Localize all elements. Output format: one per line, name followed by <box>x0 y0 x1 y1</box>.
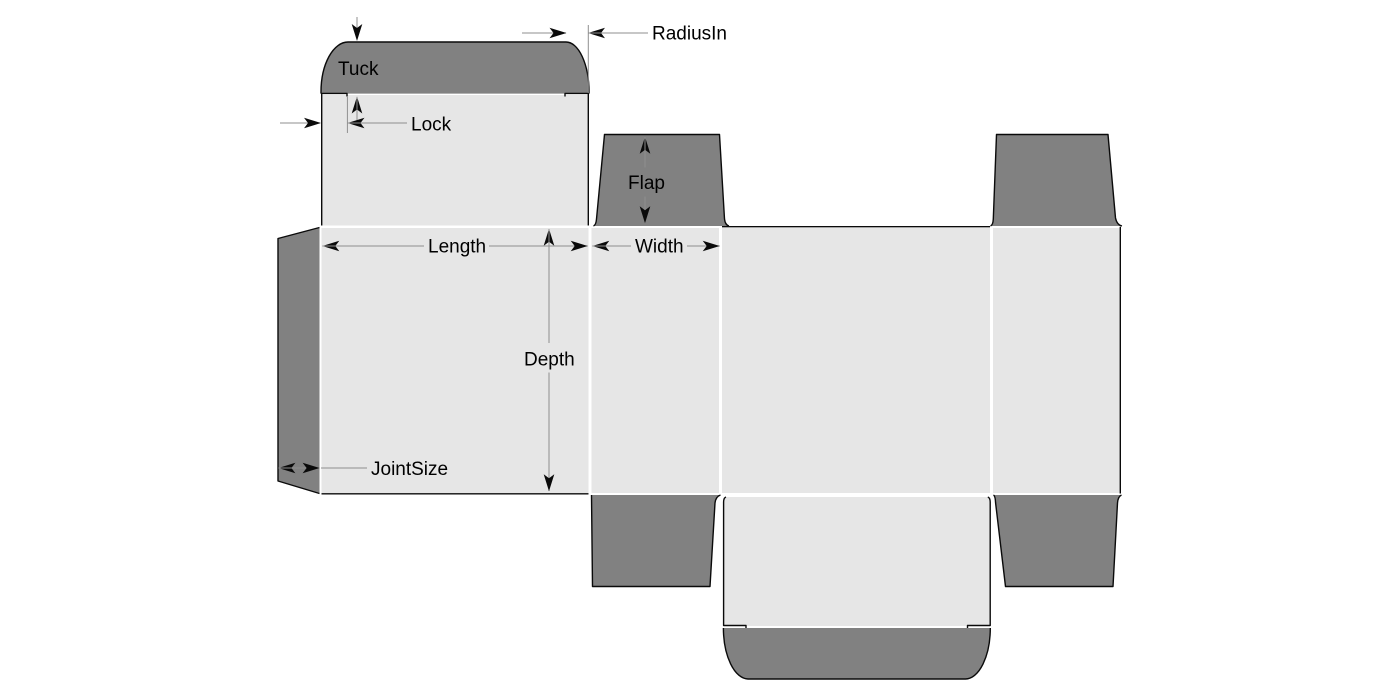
radiusin-dimension: RadiusIn <box>522 24 727 93</box>
jointsize-label: JointSize <box>371 459 448 480</box>
lock-dimension: Lock <box>280 96 452 136</box>
dust-flap-bottom-1 <box>591 495 721 587</box>
lock-label: Lock <box>411 115 452 136</box>
dust-flap-top-1-outline <box>593 133 730 227</box>
flap-label: Flap <box>628 173 665 194</box>
tuck-label: Tuck <box>338 59 379 80</box>
flap-dimension: Flap <box>628 136 665 224</box>
dust-flap-top-2 <box>990 134 1122 226</box>
dust-flap-top-1 <box>593 134 729 226</box>
width-dimension: Width <box>592 237 720 258</box>
back-panel <box>722 228 990 493</box>
top-tuck-flap <box>321 42 589 94</box>
dust-flap-bottom-1-outline <box>590 494 721 588</box>
depth-label: Depth <box>524 350 575 371</box>
jointsize-dimension: JointSize <box>278 459 448 480</box>
length-dimension: Length <box>322 237 588 258</box>
glue-flap-outline <box>277 226 320 495</box>
width-label: Width <box>635 237 684 258</box>
side-panel-1 <box>591 228 719 493</box>
dust-flap-bottom-2-outline <box>993 494 1122 588</box>
top-tuck-flap-outline <box>320 41 590 94</box>
top-lid-left-edge-and-lock-slit <box>321 92 348 226</box>
radiusin-label: RadiusIn <box>652 24 727 45</box>
depth-dimension: Depth <box>524 228 575 492</box>
top-lid-right-edge-and-lock-slit <box>564 92 589 226</box>
bottom-tuck-flap <box>723 628 991 679</box>
length-label: Length <box>428 237 486 258</box>
side-panel-2 <box>993 228 1121 493</box>
bottom-lid-right-edge-and-slit <box>966 496 991 628</box>
top-lid-panel <box>321 95 589 226</box>
front-panel <box>321 228 589 493</box>
glue-flap <box>278 227 320 494</box>
bottom-tuck-flap-outline <box>722 627 991 680</box>
bottom-lid-panel <box>723 497 991 626</box>
dust-flap-bottom-2 <box>993 495 1122 587</box>
bottom-lid-left-edge-and-slit <box>722 496 747 628</box>
dust-flap-top-2-outline <box>990 133 1123 227</box>
